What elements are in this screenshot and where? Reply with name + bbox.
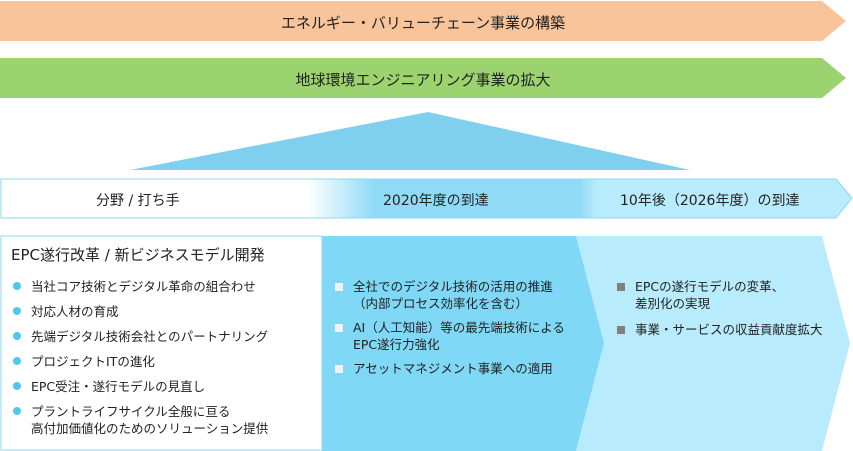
list-item: アセットマネジメント事業への適用 [333,360,595,377]
header-field-label: 分野 / 打ち手 [96,193,180,209]
banner-top-label: エネルギー・バリューチェーン事業の構築 [280,14,566,32]
list-item: プラントライフサイクル全般に亘る 高付加価値化のためのソリューション提供 [11,403,316,437]
right-column-chevron [576,236,850,451]
left-column-box [0,235,323,451]
list-item: EPC受注・遂行モデルの見直し [11,378,316,395]
list-item: 全社でのデジタル技術の活用の推進 （内部プロセス効率化を含む） [333,278,595,312]
list-item: プロジェクトITの進化 [11,353,316,370]
middle-column-chevron [322,236,604,451]
green-banner-arrow [0,58,846,98]
header-arrow-band [0,178,853,219]
list-item: 事業・サービスの収益貢献度拡大 [615,321,835,338]
header-right-label: 10年後（2026年度）の到達 [620,193,800,209]
right-column-list: EPCの遂行モデルの変革、 差別化の実現 事業・サービスの収益貢献度拡大 [615,278,835,347]
middle-column-list: 全社でのデジタル技術の活用の推進 （内部プロセス効率化を含む） AI（人工知能）… [333,278,595,384]
list-item: 先端デジタル技術会社とのパートナリング [11,328,316,345]
banner-second-label: 地球環境エンジニアリング事業の拡大 [295,71,551,89]
header-mid-label: 2020年度の到達 [383,193,489,209]
left-column-title: EPC遂行改革 / 新ビジネスモデル開発 [11,246,265,264]
left-column-list: 当社コア技術とデジタル革命の組合わせ 対応人材の育成 先端デジタル技術会社とのパ… [11,278,316,445]
list-item: AI（人工知能）等の最先端技術による EPC遂行力強化 [333,319,595,353]
list-item: EPCの遂行モデルの変革、 差別化の実現 [615,278,835,312]
orange-banner-arrow [0,1,846,41]
list-item: 対応人材の育成 [11,303,316,320]
list-item: 当社コア技術とデジタル革命の組合わせ [11,278,316,295]
blue-triangle [130,112,690,170]
